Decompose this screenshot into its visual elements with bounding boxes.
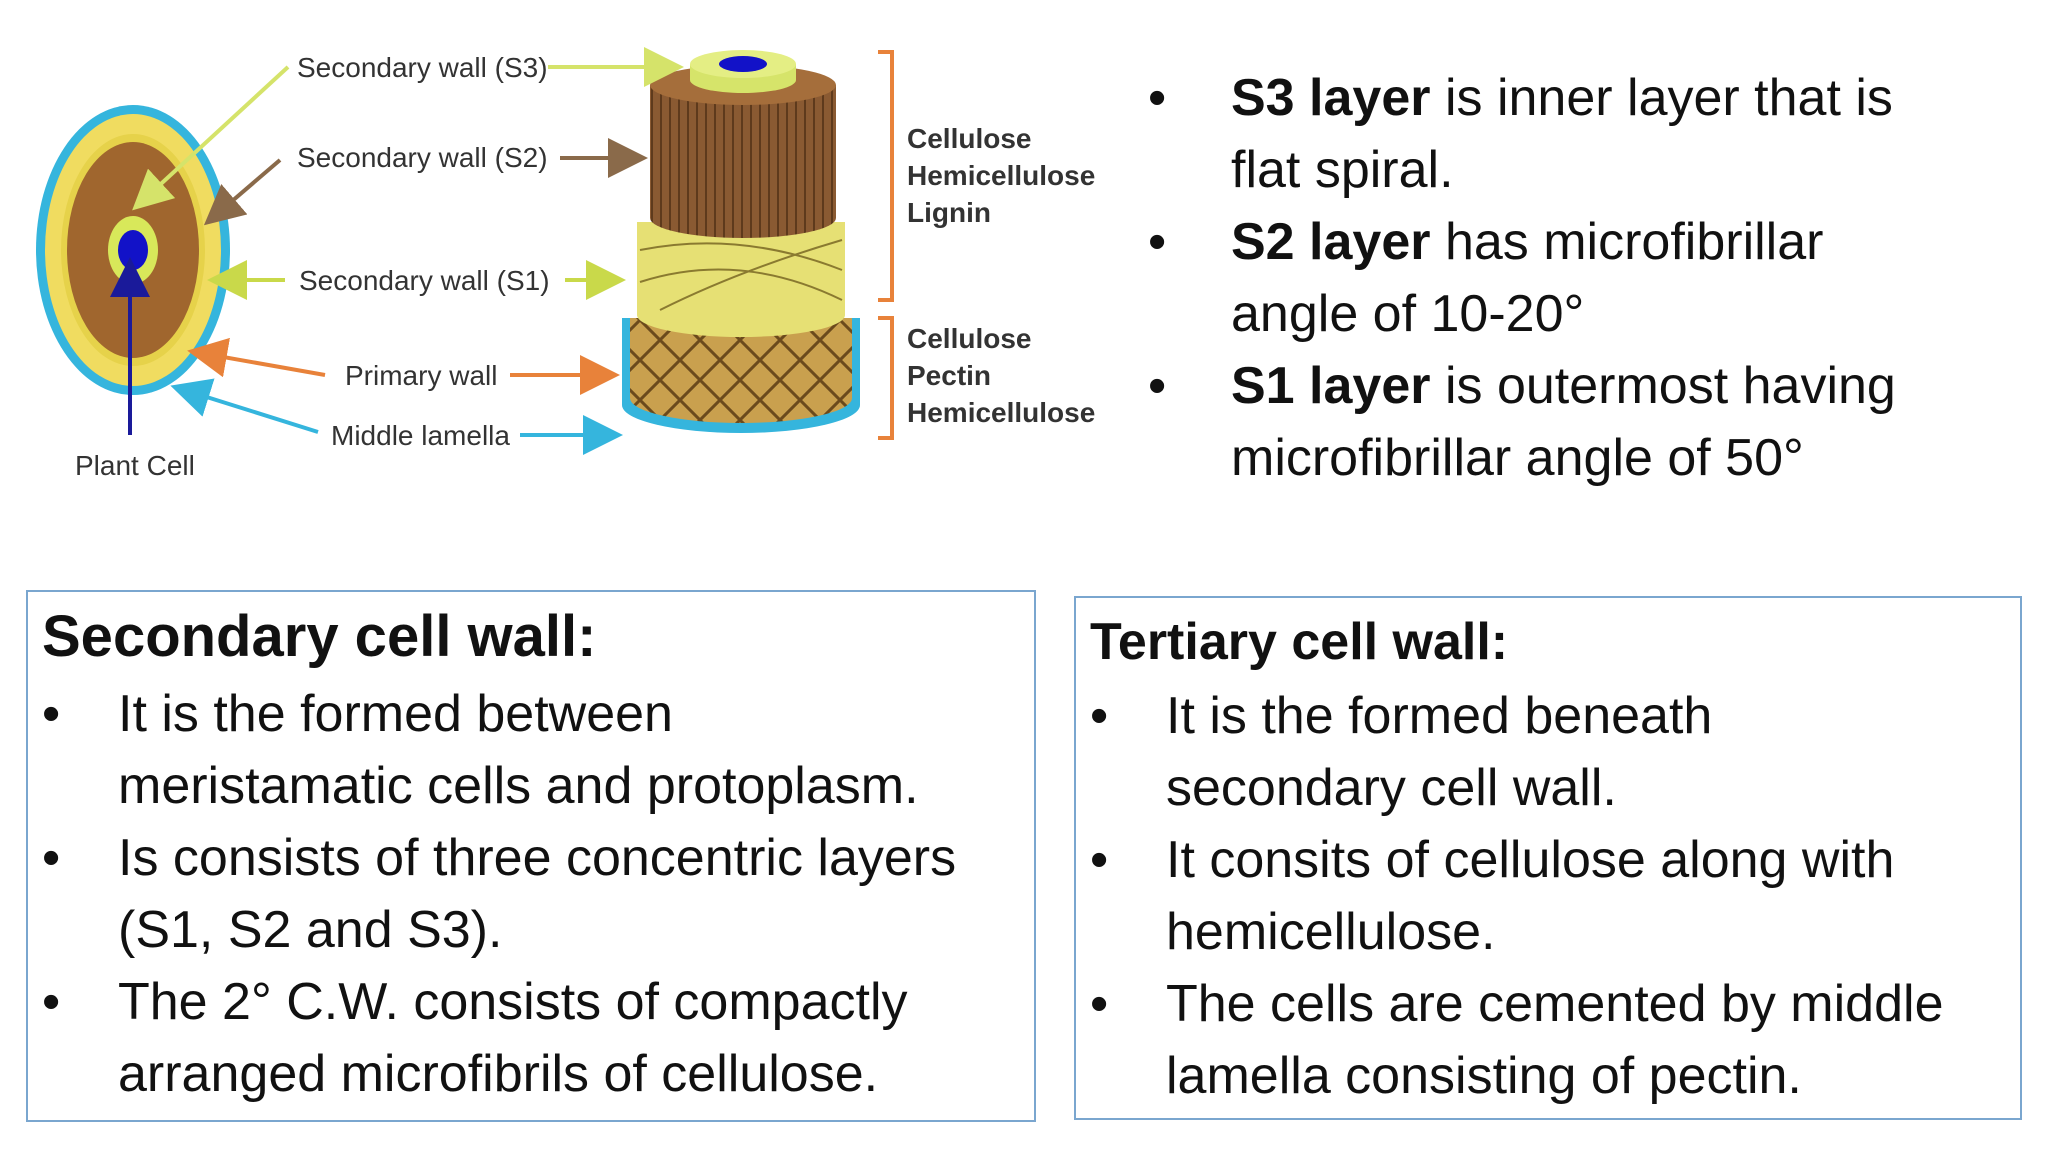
degree-symbol: ° — [250, 973, 272, 1031]
cell-wall-diagram: Secondary wall (S3) Secondary wall (S2) … — [36, 47, 1095, 481]
bracket-top-item: Hemicellulose — [907, 160, 1095, 191]
arrow-middle-to-cell — [170, 378, 319, 434]
bracket-secondary-components — [878, 50, 894, 302]
list-item: It is the formed between meristamatic cel… — [42, 678, 1032, 822]
layer-s1-text-cont: microfibrillar angle of 50° — [1231, 429, 1804, 487]
label-secondary-wall-s1: Secondary wall (S1) — [299, 265, 550, 296]
layer-s3-description: S3 layer is inner layer that is flat spir… — [1148, 62, 2028, 206]
list-item-text: Is consists of three concentric layers — [118, 829, 957, 887]
tertiary-cell-wall-title: Tertiary cell wall: — [1090, 613, 1509, 671]
bracket-bottom-item: Hemicellulose — [907, 397, 1095, 428]
secondary-cell-wall-title: Secondary cell wall: — [42, 604, 597, 669]
list-item-text-cont: secondary cell wall. — [1166, 759, 1617, 817]
list-item-text: The 2 — [118, 973, 251, 1031]
layer-s2-term: S2 layer — [1231, 213, 1431, 271]
secondary-cell-wall-box: Secondary cell wall: It is the formed be… — [26, 590, 1036, 1122]
layer-s1-text: is outermost having — [1430, 357, 1896, 415]
secondary-cell-wall-list: It is the formed between meristamatic cel… — [42, 678, 1032, 1110]
list-item-text-cont: (S1, S2 and S3). — [118, 901, 503, 959]
list-item: It is the formed beneath secondary cell w… — [1090, 680, 2020, 824]
plant-cell-cross-section — [36, 105, 230, 395]
bracket-bottom-item: Cellulose — [907, 323, 1031, 354]
layer-s2-text-cont: angle of 10-20° — [1231, 285, 1585, 343]
list-item-text: C.W. consists of compactly — [271, 973, 908, 1031]
list-item-text-cont: hemicellulose. — [1166, 903, 1496, 961]
bracket-primary-components — [878, 316, 894, 440]
list-item: It consits of cellulose along with hemice… — [1090, 824, 2020, 968]
arrow-s2-to-cell — [203, 158, 282, 226]
bracket-bottom-item: Pectin — [907, 360, 991, 391]
list-item-text-cont: lamella consisting of pectin. — [1166, 1047, 1802, 1105]
list-item-text-cont: arranged microfibrils of cellulose. — [118, 1045, 879, 1103]
label-primary-wall: Primary wall — [345, 360, 497, 391]
layer-s3-text: is inner layer that is — [1430, 69, 1893, 127]
list-item: The cells are cemented by middle lamella … — [1090, 968, 2020, 1112]
tertiary-cell-wall-list: It is the formed beneath secondary cell w… — [1090, 680, 2020, 1112]
cell-wall-cylinder-model — [622, 50, 860, 433]
list-item-text-cont: meristamatic cells and protoplasm. — [118, 757, 919, 815]
label-secondary-wall-s2: Secondary wall (S2) — [297, 142, 548, 173]
layer-s2-description: S2 layer has microfibrillar angle of 10-2… — [1148, 206, 2028, 350]
layer-s1-description: S1 layer is outermost having microfibrill… — [1148, 350, 2028, 494]
layer-descriptions: S3 layer is inner layer that is flat spir… — [1148, 62, 2028, 494]
bracket-top-item: Cellulose — [907, 123, 1031, 154]
layer-s3-term: S3 layer — [1231, 69, 1431, 127]
arrow-s3-to-cell — [132, 65, 290, 211]
label-secondary-wall-s3: Secondary wall (S3) — [297, 52, 548, 83]
tertiary-cell-wall-box: Tertiary cell wall: It is the formed ben… — [1074, 596, 2022, 1120]
layer-s2-text: has microfibrillar — [1430, 213, 1824, 271]
list-item: Is consists of three concentric layers (S… — [42, 822, 1032, 966]
list-item-text: It consits of cellulose along with — [1166, 831, 1895, 889]
list-item-text: The cells are cemented by middle — [1166, 975, 1944, 1033]
layer-s1-term: S1 layer — [1231, 357, 1431, 415]
layer-s3-text-cont: flat spiral. — [1231, 141, 1454, 199]
list-item: The 2° C.W. consists of compactly arrange… — [42, 966, 1032, 1110]
list-item-text: It is the formed between — [118, 685, 673, 743]
bracket-top-item: Lignin — [907, 197, 991, 228]
arrow-primary-to-cell — [187, 337, 326, 378]
label-plant-cell: Plant Cell — [75, 450, 195, 481]
list-item-text: It is the formed beneath — [1166, 687, 1713, 745]
label-middle-lamella: Middle lamella — [331, 420, 510, 451]
